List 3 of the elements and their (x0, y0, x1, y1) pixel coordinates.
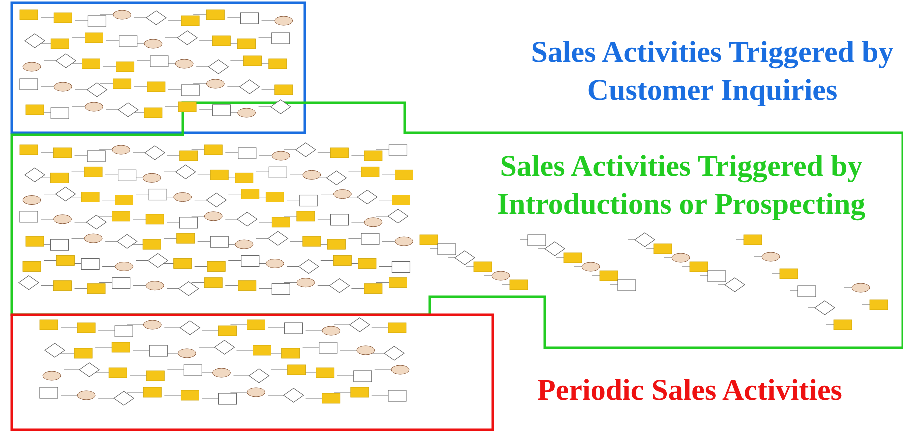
section-title: Sales Activities Triggered by Introductions or Prospecting (496, 149, 867, 223)
section-title: Sales Activities Triggered by Customer Inquiries (530, 35, 895, 109)
section-title: Periodic Sales Activities (536, 373, 844, 409)
